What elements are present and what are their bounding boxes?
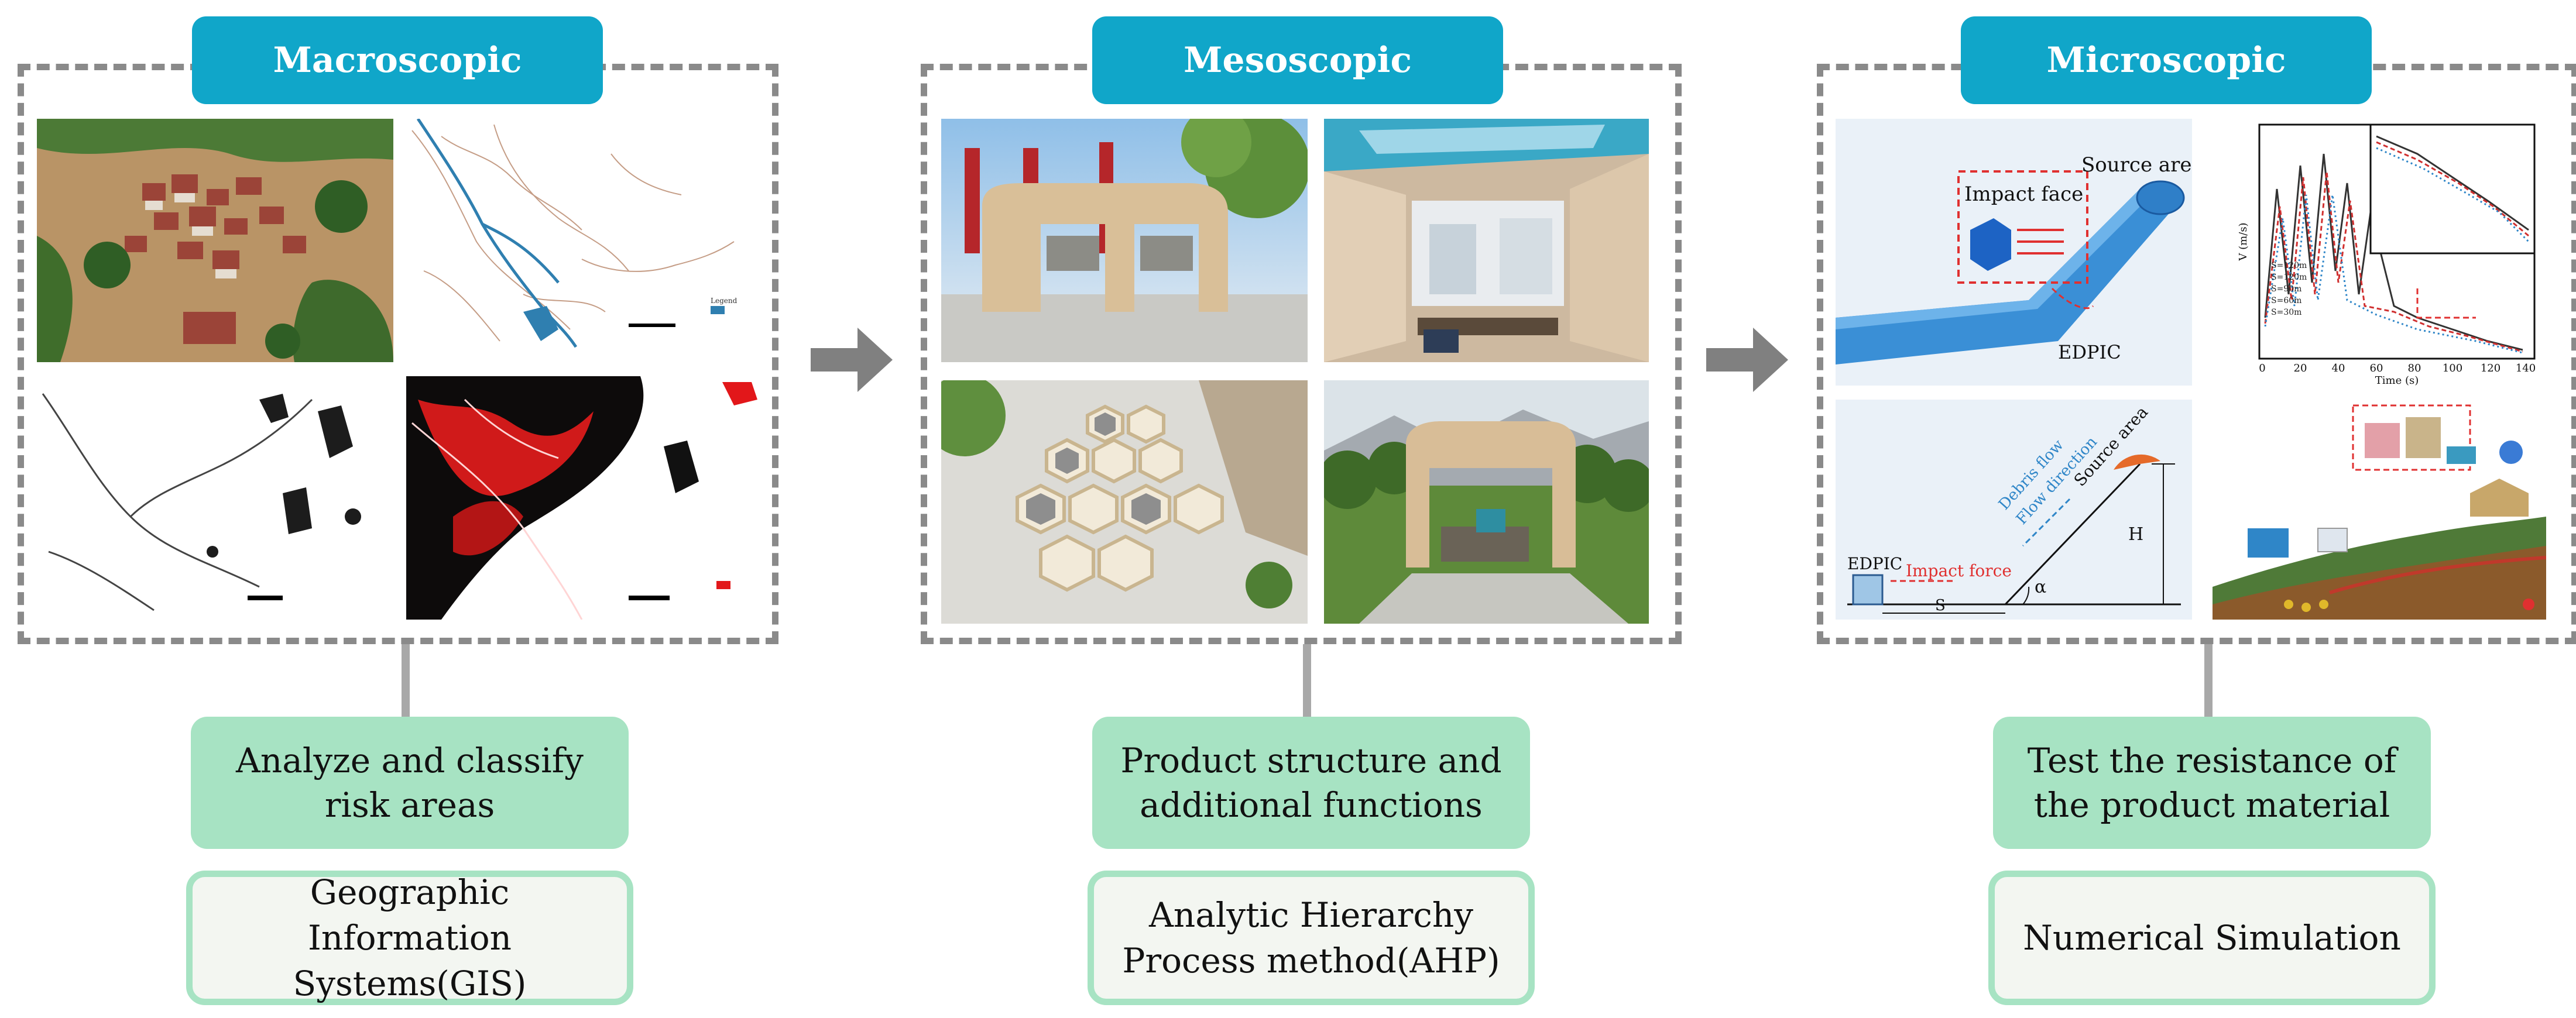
risk-heatmap-icon [406, 376, 763, 620]
impact-face-label: Impact face [1964, 183, 2083, 206]
x-tick-label: 60 [2370, 362, 2383, 374]
y-axis-label: V (m/s) [2237, 222, 2249, 261]
edpic-label: EDPIC [1847, 554, 1902, 573]
distance-label: S [1935, 597, 1946, 614]
mesoscopic-header: Mesoscopic [1092, 16, 1503, 104]
x-tick-label: 80 [2408, 362, 2421, 374]
mesoscopic-method: Analytic Hierarchy Process method(AHP) [1088, 871, 1535, 1005]
source-area-label: Source area [2081, 153, 2192, 177]
arrow-right-icon [1706, 328, 1788, 392]
arrow-right-icon [811, 328, 893, 392]
macroscopic-method: Geographic Information Systems(GIS) [186, 871, 633, 1005]
microscopic-goal: Test the resistance of the product mater… [1993, 717, 2431, 849]
legend-entry: S=90m [2271, 284, 2301, 294]
macroscopic-goal: Analyze and classify risk areas [191, 717, 629, 849]
legend-entry: S=30m [2271, 308, 2301, 317]
legend-entry: S=60m [2271, 296, 2301, 305]
mesoscopic-connector [1303, 644, 1311, 717]
microscopic-method: Numerical Simulation [1988, 871, 2436, 1005]
x-tick-label: 100 [2443, 362, 2462, 374]
river-network-map-icon: Legend [406, 119, 763, 362]
terrain-grayscale-map-icon [37, 376, 393, 620]
x-tick-label: 40 [2332, 362, 2345, 374]
x-axis-label: Time (s) [2375, 374, 2419, 386]
x-tick-label: 0 [2259, 362, 2265, 374]
debris-flow-slope-diagram-icon: Source area Debris flow Flow direction I… [1836, 400, 2192, 620]
velocity-time-line-chart-icon: S=120m S=120m S=90m S=60m S=30m 0 20 40 … [2230, 119, 2540, 386]
shelter-in-forest-render-icon [1324, 380, 1649, 624]
microscopic-connector [2204, 644, 2213, 717]
shelter-render-exterior-icon [941, 119, 1308, 362]
legend-entry: S=120m [2271, 261, 2307, 270]
disaster-scenario-illustration-icon [2213, 400, 2546, 620]
shelter-render-interior-icon [1324, 119, 1649, 362]
height-label: H [2128, 524, 2143, 545]
impact-face-3d-model-icon: Impact face Source area EDPIC [1836, 119, 2192, 386]
impact-force-label: Impact force [1906, 561, 2012, 580]
microscopic-header: Microscopic [1961, 16, 2372, 104]
x-tick-label: 120 [2481, 362, 2500, 374]
hexagonal-shelters-aerial-icon [941, 380, 1308, 624]
x-tick-label: 140 [2516, 362, 2536, 374]
angle-label: α [2035, 577, 2046, 597]
macroscopic-connector [402, 644, 410, 717]
legend-entry: S=120m [2271, 273, 2307, 282]
mesoscopic-goal: Product structure and additional functio… [1092, 717, 1530, 849]
map-legend-title: Legend [711, 297, 738, 305]
macroscopic-header: Macroscopic [192, 16, 603, 104]
flooded-village-photo-icon [37, 119, 393, 362]
edpic-label: EDPIC [2058, 341, 2121, 363]
x-tick-label: 20 [2294, 362, 2307, 374]
